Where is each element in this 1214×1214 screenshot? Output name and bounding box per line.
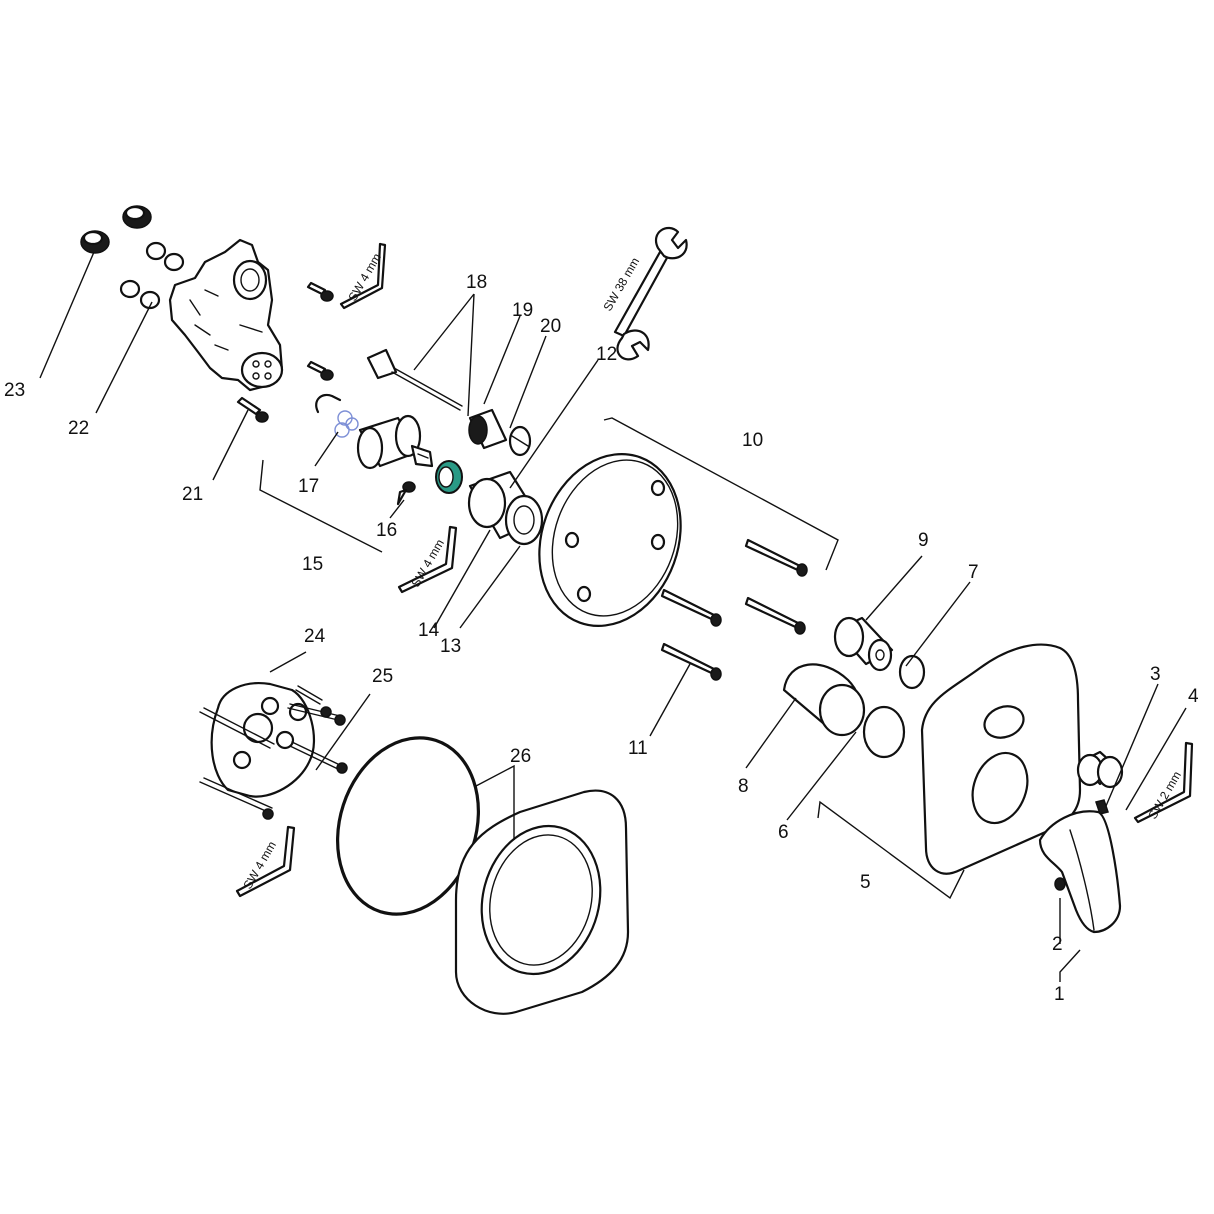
part-23-nuts [80,205,152,254]
allen-key-low [235,825,296,898]
leader-lines [39,251,1187,982]
part-2-screw [1054,877,1066,891]
callout-3: 3 [1150,664,1161,685]
allen-key-mid [397,525,458,594]
callout-9: 9 [918,530,929,551]
part-21-screw [236,396,269,423]
callout-26: 26 [510,746,531,767]
callout-numbers: 1 2 3 4 5 6 7 8 9 10 11 12 13 14 15 16 1… [4,272,1199,1005]
part-16-screw [396,481,416,506]
callout-7: 7 [968,562,979,583]
callout-12: 12 [596,344,617,365]
part-20-valve-head [508,425,532,457]
part-1-handle [1038,810,1122,934]
part-8-cover-sleeve [782,663,866,737]
callout-6: 6 [778,822,789,843]
part-3-knob [1076,750,1124,789]
part-13-sleeve [467,470,544,546]
callout-18: 18 [466,272,487,293]
callout-21: 21 [182,484,203,505]
part-18-spindle [366,348,463,411]
valve-body [168,238,284,392]
callout-5: 5 [860,872,871,893]
callout-19: 19 [512,300,533,321]
callout-23: 23 [4,380,25,401]
part-14-green-ring [435,460,463,494]
callout-25: 25 [372,666,393,687]
callout-1: 1 [1054,984,1065,1005]
part-11-long-screws [660,538,808,681]
callout-20: 20 [540,316,561,337]
part-9-sleeve [833,616,894,672]
part-24-base-plate [210,682,316,798]
wrench-sw38 [613,226,688,361]
part-26-frame [454,789,630,1015]
callout-24: 24 [304,626,326,647]
callout-16: 16 [376,520,397,541]
part-22-seals [119,241,185,310]
part-15-cartridge [356,414,434,470]
allen-key-mid-label: SW 4 mm [408,537,446,590]
part-5-trim-plate [920,643,1082,875]
part-6-ring [862,705,906,759]
part-10-mounting-plate [538,452,682,628]
callout-4: 4 [1188,686,1199,707]
callout-2: 2 [1052,934,1063,955]
callout-11: 11 [628,738,648,759]
part-17-clip-seals [315,393,359,438]
housing-screws [306,281,334,381]
part-25-stud-bolts [199,685,348,820]
part-19-valve [468,408,508,450]
callout-22: 22 [68,418,89,439]
callout-13: 13 [440,636,461,657]
callout-10: 10 [742,430,763,451]
callout-8: 8 [738,776,749,797]
callout-14: 14 [418,620,440,641]
allen-key-top [339,242,387,310]
callout-15: 15 [302,554,323,575]
allen-key-small [1133,741,1194,824]
callout-17: 17 [298,476,319,497]
part-4-grub-screw [1095,799,1109,815]
part-7-ring [898,654,926,690]
